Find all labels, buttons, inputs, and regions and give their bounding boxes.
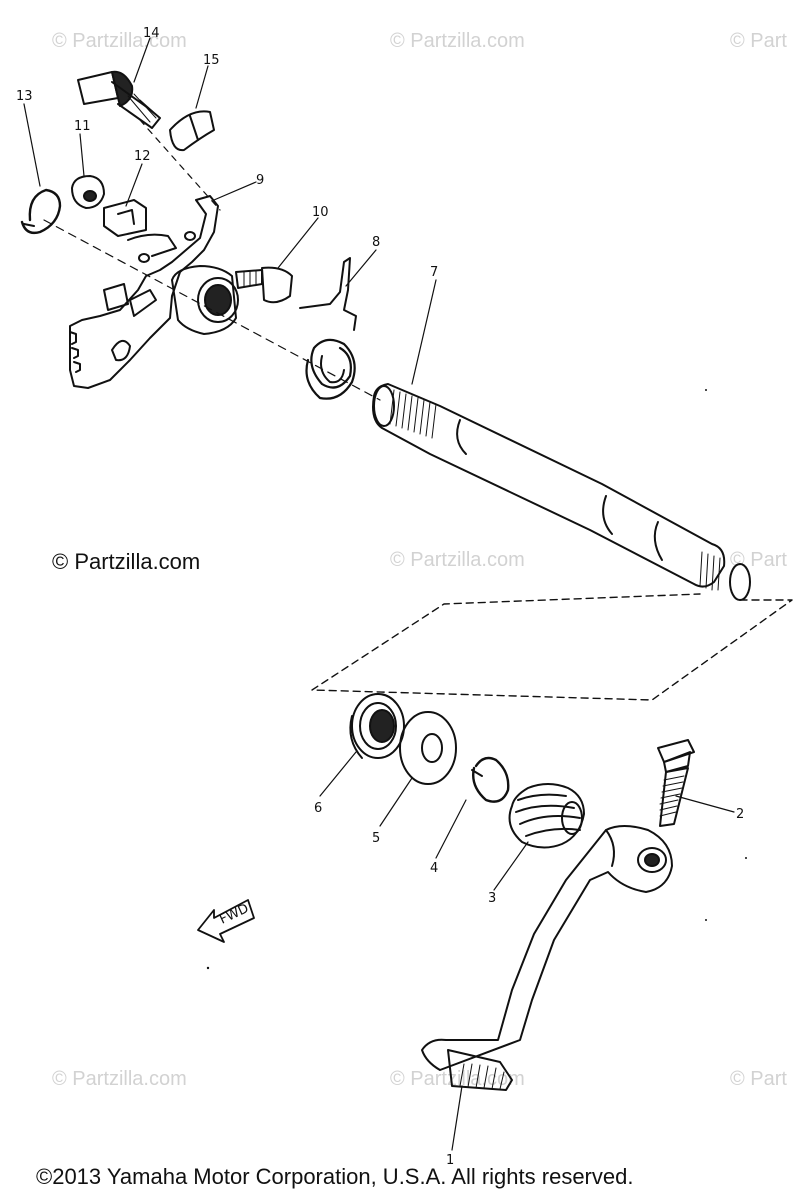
part-2-bolt <box>657 739 695 827</box>
watermark: © Partzilla.com <box>390 1068 525 1090</box>
copyright-notice: ©2013 Yamaha Motor Corporation, U.S.A. A… <box>36 1164 634 1189</box>
part-12-clip <box>103 199 147 237</box>
callout-8: 8 <box>372 235 380 250</box>
callout-6: 6 <box>314 801 322 816</box>
watermark: © Partzilla.com <box>390 549 525 571</box>
part-5-washer <box>399 711 457 785</box>
watermark: © Partzilla.com <box>390 30 525 52</box>
watermark-strong: © Partzilla.com <box>52 549 201 574</box>
part-9-shift-arm <box>69 195 219 389</box>
part-9-boss <box>171 265 239 335</box>
callout-10: 10 <box>312 205 329 220</box>
part-11-nut <box>71 175 105 209</box>
callout-3: 3 <box>488 891 496 906</box>
part-6-oil-seal <box>349 693 405 759</box>
callout-7: 7 <box>430 265 438 280</box>
watermark: © Partzilla.com <box>52 1068 187 1090</box>
callout-14: 14 <box>143 26 160 41</box>
part-4-circlip <box>471 756 510 803</box>
part-8-spring <box>299 257 357 400</box>
callout-5: 5 <box>372 831 380 846</box>
fwd-arrow: FWD <box>197 899 255 943</box>
callout-2: 2 <box>736 807 744 822</box>
callout-11: 11 <box>74 119 91 134</box>
part-7-kick-shaft <box>372 383 751 601</box>
callout-13: 13 <box>16 89 33 104</box>
part-10-pin <box>235 266 293 304</box>
fwd-label: FWD <box>217 901 251 927</box>
part-1-kick-crank <box>421 825 673 1091</box>
callout-1: 1 <box>446 1153 454 1168</box>
watermark-partial: © Part <box>730 1068 787 1090</box>
callout-12: 12 <box>134 149 151 164</box>
watermark: © Partzilla.com <box>52 30 187 52</box>
callout-15: 15 <box>203 53 220 68</box>
part-13-circlip <box>20 188 62 235</box>
watermark-partial: © Part <box>730 30 787 52</box>
callout-4: 4 <box>430 861 438 876</box>
callout-9: 9 <box>256 173 264 188</box>
part-3-spring <box>508 783 585 849</box>
part-15-cam <box>169 110 215 152</box>
